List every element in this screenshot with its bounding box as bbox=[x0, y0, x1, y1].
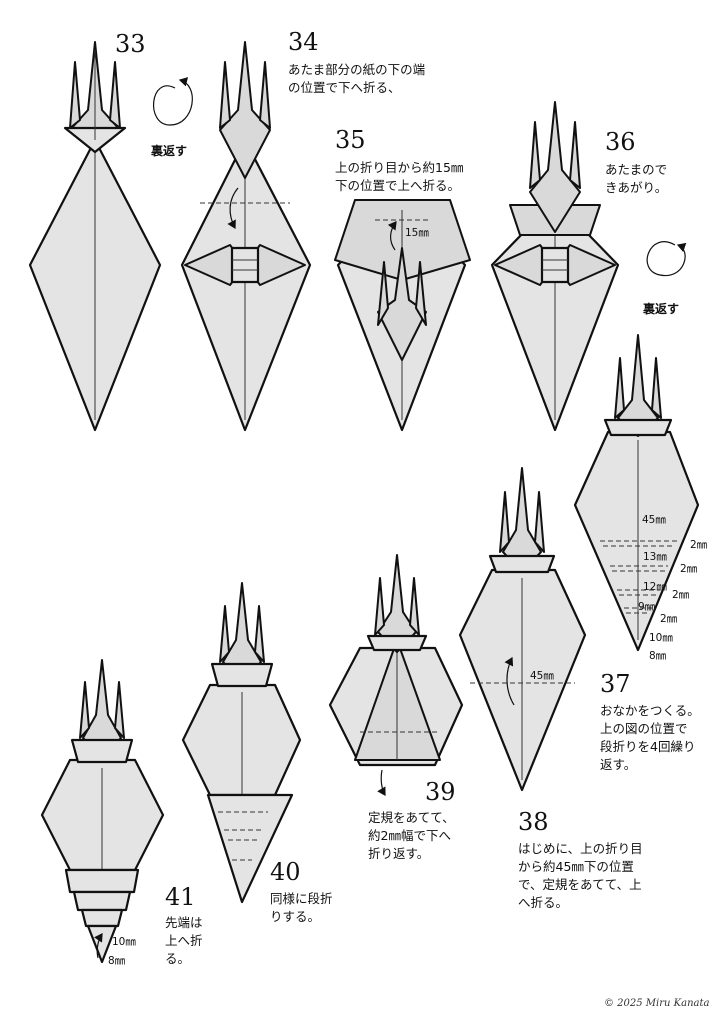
step-35-measure: 15㎜ bbox=[405, 227, 429, 239]
step-37-measure-7: 9㎜ bbox=[638, 601, 656, 613]
step-35-text-2: 下の位置で上へ折る。 bbox=[335, 178, 460, 193]
flip-arrow-icon bbox=[646, 241, 687, 277]
step-36-text-1: あたまので bbox=[605, 162, 667, 177]
step-37-number: 37 bbox=[600, 670, 631, 698]
step-34-text-2: の位置で下へ折る、 bbox=[288, 80, 401, 95]
step-36-flip-label: 裏返す bbox=[642, 301, 679, 316]
step-37-measure-10: 8㎜ bbox=[649, 650, 667, 662]
step-36-number: 36 bbox=[605, 128, 636, 156]
step-37-measure-2: 2㎜ bbox=[690, 539, 708, 551]
step-35-text-1: 上の折り目から約15㎜ bbox=[335, 160, 464, 175]
copyright: © 2025 Miru Kanata bbox=[604, 998, 709, 1009]
flip-arrow-icon bbox=[152, 77, 193, 126]
step-41: 10㎜ 8㎜ 41 先端は 上へ折 る。 bbox=[40, 659, 203, 967]
step-38-text-2: から約45㎜下の位置 bbox=[518, 859, 634, 874]
step-39: 39 定規をあてて、 約2㎜幅で下へ 折り返す。 bbox=[328, 554, 464, 861]
step-33-flip-label: 裏返す bbox=[150, 143, 187, 158]
step-34-number: 34 bbox=[288, 28, 319, 56]
step-37-text-2: 上の図の位置で bbox=[600, 721, 688, 736]
step-41-text-1: 先端は bbox=[165, 915, 203, 930]
step-37-text-4: 返す。 bbox=[600, 757, 636, 772]
step-40-text-1: 同様に段折 bbox=[270, 891, 333, 906]
step-38-text-3: で、定規をあてて、上 bbox=[518, 877, 642, 892]
step-37-measure-6: 2㎜ bbox=[672, 589, 690, 601]
step-39-text-2: 約2㎜幅で下へ bbox=[368, 828, 451, 843]
step-37-text-3: 段折りを4回繰り bbox=[600, 739, 695, 754]
step-38-measure: 45㎜ bbox=[530, 670, 554, 682]
step-34-text-1: あたま部分の紙の下の端 bbox=[288, 62, 425, 77]
step-35-number: 35 bbox=[335, 126, 366, 154]
step-36: 36 あたまので きあがり。 裏返す bbox=[490, 101, 687, 432]
step-39-text-1: 定規をあてて、 bbox=[368, 810, 455, 825]
step-38-text-4: へ折る。 bbox=[518, 895, 568, 910]
step-41-measure-1: 10㎜ bbox=[112, 936, 136, 948]
step-33: 33 裏返す bbox=[28, 30, 193, 432]
step-41-number: 41 bbox=[165, 883, 196, 911]
step-41-text-3: る。 bbox=[165, 951, 190, 966]
step-37-measure-8: 2㎜ bbox=[660, 613, 678, 625]
step-37-measure-5: 12㎜ bbox=[643, 581, 667, 593]
step-40-number: 40 bbox=[270, 858, 301, 886]
step-37-measure-9: 10㎜ bbox=[649, 632, 673, 644]
step-39-text-3: 折り返す。 bbox=[368, 846, 429, 861]
step-37-measure-4: 2㎜ bbox=[680, 563, 698, 575]
step-36-text-2: きあがり。 bbox=[605, 180, 667, 195]
step-34: 34 あたま部分の紙の下の端 の位置で下へ折る、 bbox=[180, 28, 425, 432]
step-37-measure-1: 45㎜ bbox=[642, 514, 666, 526]
step-37: 45㎜ 2㎜ 13㎜ 2㎜ 12㎜ 2㎜ 9㎜ 2㎜ 10㎜ 8㎜ 37 おなか… bbox=[573, 334, 708, 772]
step-40-text-2: りする。 bbox=[270, 909, 320, 924]
step-41-measure-2: 8㎜ bbox=[108, 955, 126, 967]
step-38-text-1: はじめに、上の折り目 bbox=[518, 841, 643, 856]
step-35: 15㎜ 35 上の折り目から約15㎜ 下の位置で上へ折る。 bbox=[334, 126, 471, 432]
step-38: 45㎜ 38 はじめに、上の折り目 から約45㎜下の位置 で、定規をあてて、上 … bbox=[458, 467, 643, 910]
step-40: 40 同様に段折 りする。 bbox=[181, 582, 333, 924]
step-38-number: 38 bbox=[518, 808, 549, 836]
step-39-number: 39 bbox=[425, 778, 456, 806]
step-33-number: 33 bbox=[115, 30, 146, 58]
step-41-text-2: 上へ折 bbox=[165, 933, 203, 948]
step-37-measure-3: 13㎜ bbox=[643, 551, 667, 563]
step-37-text-1: おなかをつくる。 bbox=[600, 703, 700, 718]
